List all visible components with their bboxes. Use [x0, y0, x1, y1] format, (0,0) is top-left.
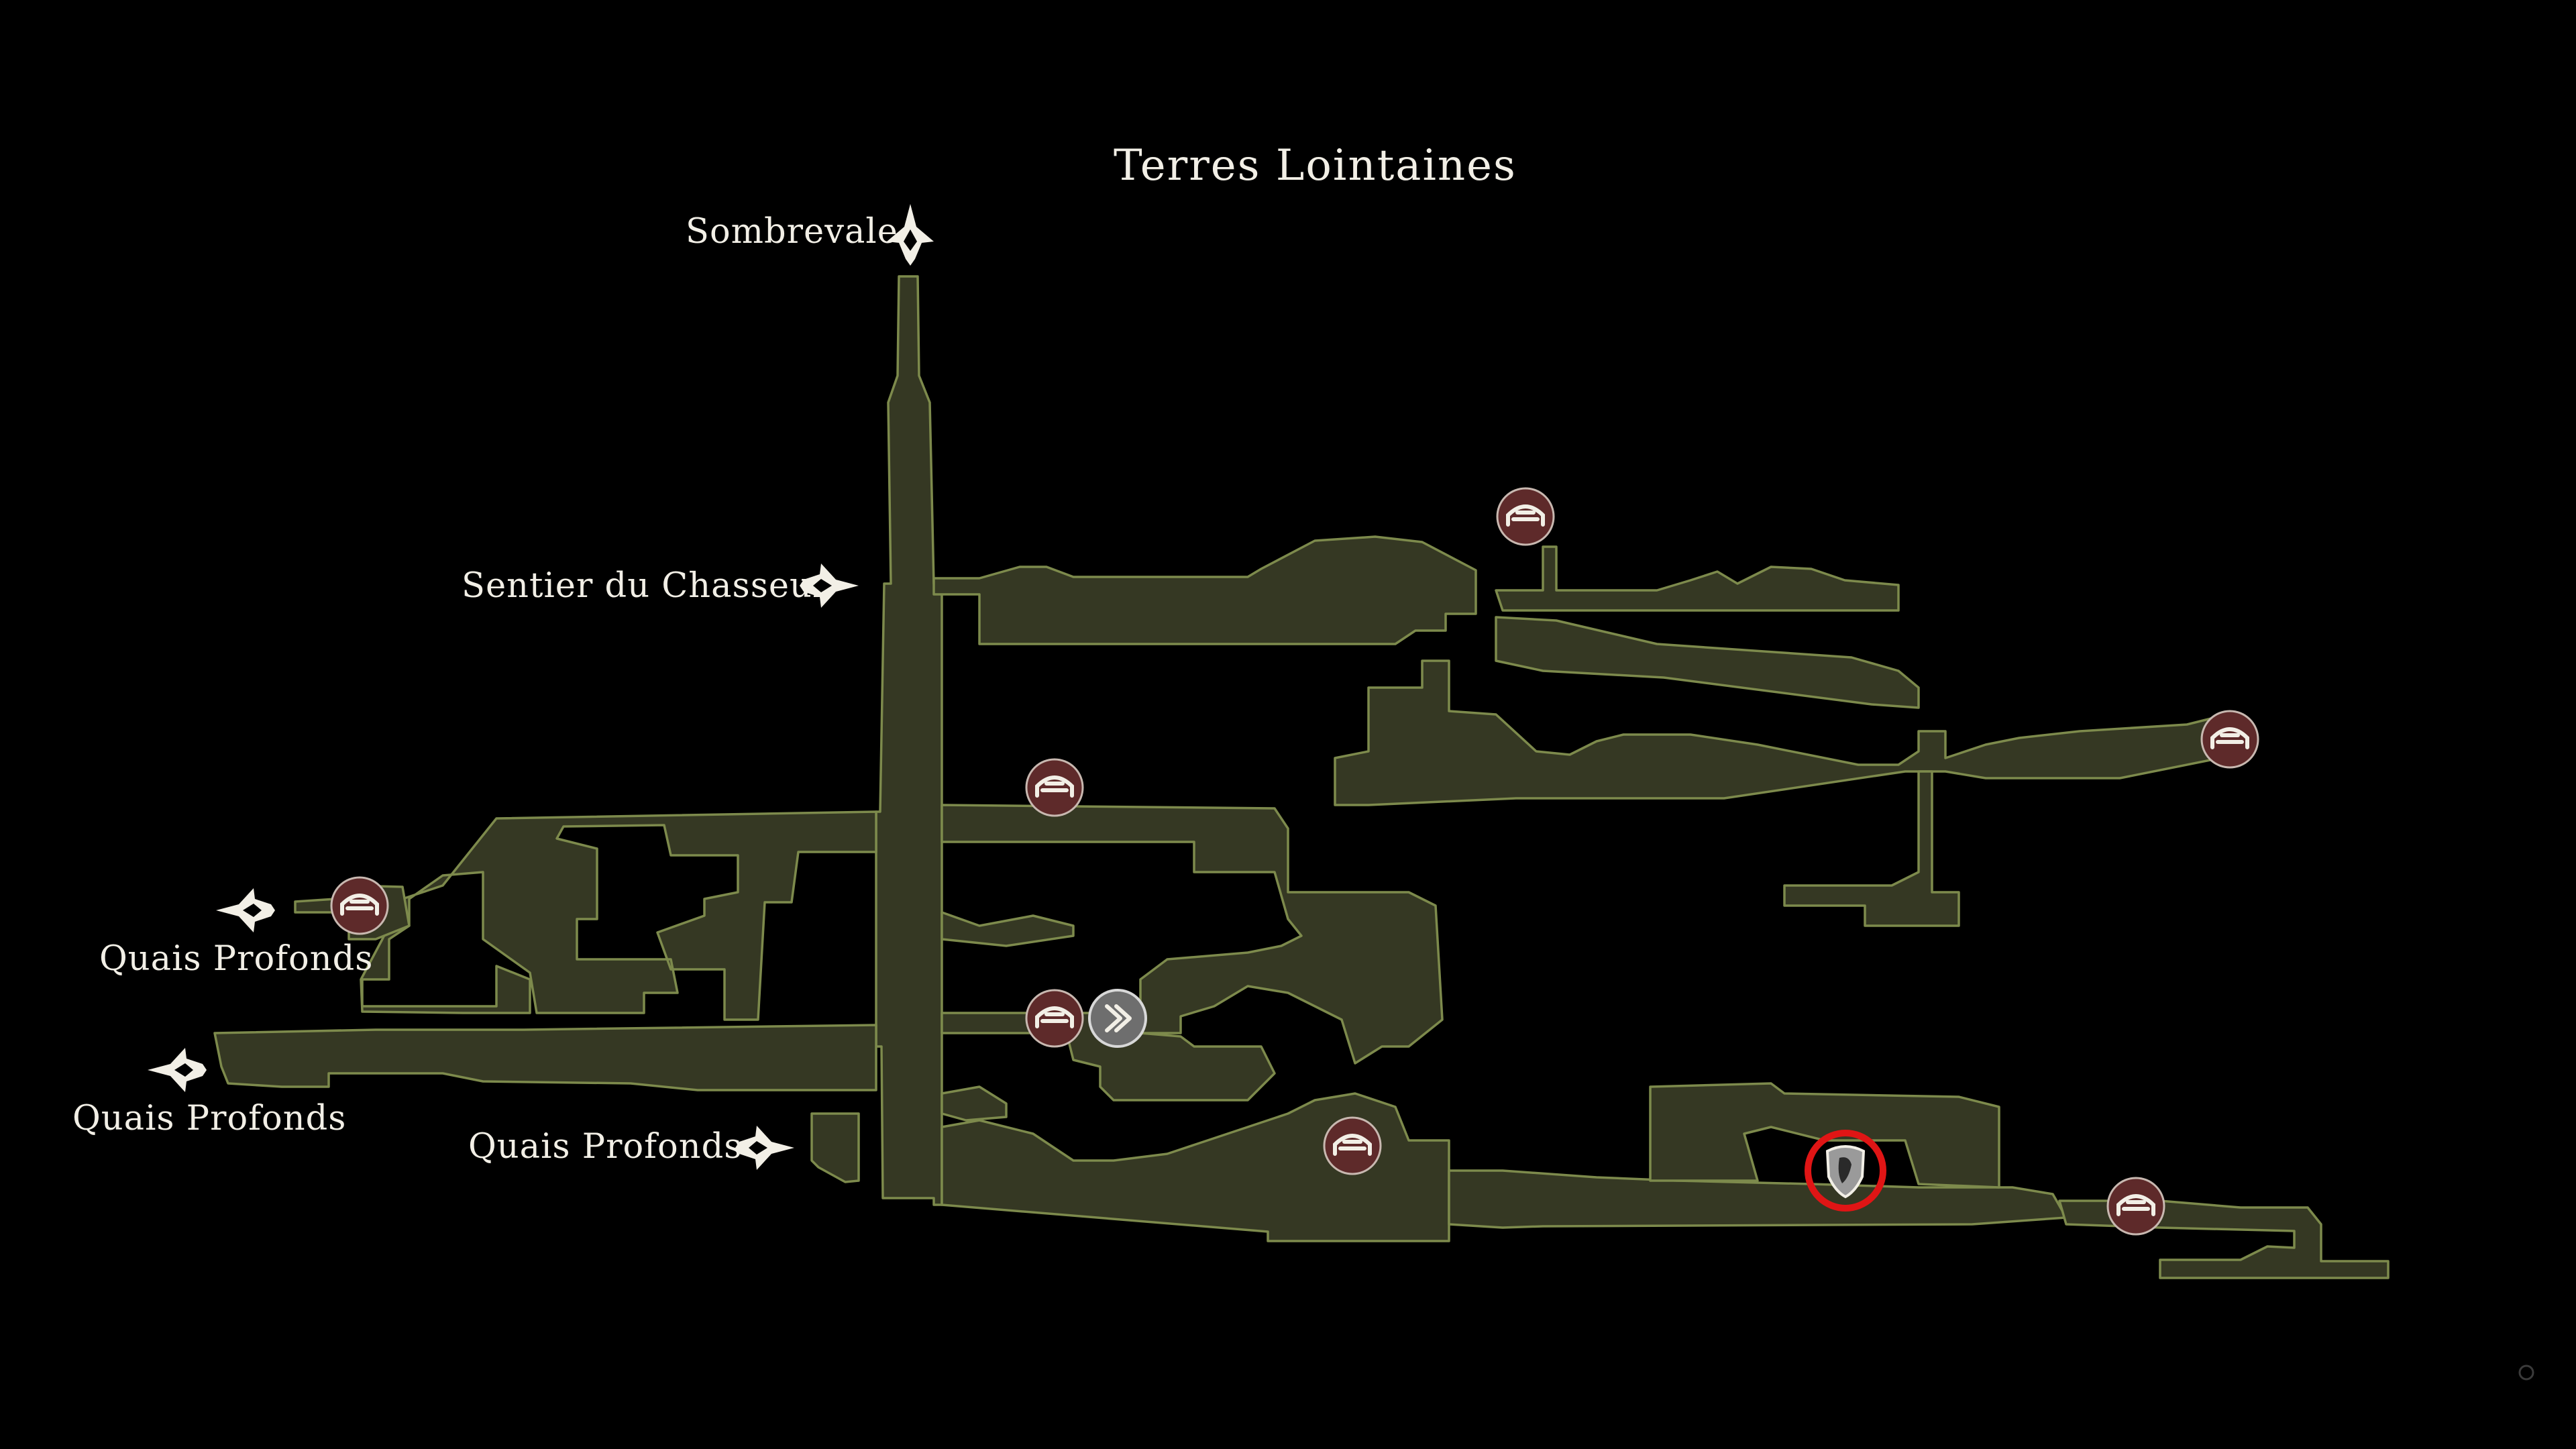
- bench-icon[interactable]: [2105, 1175, 2167, 1237]
- map-rooms: [213, 275, 2390, 1279]
- bench-icon[interactable]: [2199, 708, 2261, 770]
- exit-arrow-left-icon[interactable]: [215, 887, 275, 934]
- exit-label-sombrevale: Sombrevale: [686, 212, 898, 252]
- exit-arrow-up-icon[interactable]: [884, 203, 936, 267]
- fast-travel-icon[interactable]: [1087, 987, 1148, 1049]
- room-right-of-shaft-upper: [941, 804, 1444, 1065]
- loading-circle-icon: [2518, 1364, 2534, 1381]
- bench-icon[interactable]: [1495, 486, 1556, 547]
- room-lower-center: [941, 1085, 1008, 1122]
- exit-label-quais-profonds-3: Quais Profonds: [468, 1127, 743, 1167]
- room-upper-middle: [1334, 659, 2222, 806]
- bench-icon[interactable]: [329, 875, 390, 936]
- room-right-drop: [1783, 770, 1960, 927]
- exit-label-sentier-du-chasseur: Sentier du Chasseur: [462, 566, 830, 606]
- exit-label-quais-profonds-2: Quais Profonds: [72, 1099, 347, 1138]
- room-upper-tower: [1495, 545, 1900, 612]
- exit-label-quais-profonds-1: Quais Profonds: [99, 939, 374, 979]
- room-long-corridor: [213, 1024, 877, 1091]
- crest-shield-icon[interactable]: [1802, 1127, 1889, 1214]
- room-right-sloped: [1495, 616, 1920, 709]
- room-central-shaft: [875, 275, 943, 1206]
- exit-arrow-right-icon[interactable]: [735, 1124, 796, 1171]
- room-upper-corridor: [932, 535, 1477, 645]
- bench-icon[interactable]: [1024, 757, 1085, 818]
- room-lower-shaft-left: [810, 1112, 860, 1183]
- room-lower-corridor-right: [1448, 1169, 2068, 1229]
- bench-icon[interactable]: [1024, 987, 1085, 1049]
- exit-arrow-left-icon[interactable]: [146, 1046, 207, 1093]
- room-left-complex: [360, 810, 877, 1021]
- room-lower-left-wide: [941, 1092, 1450, 1242]
- bench-icon[interactable]: [1322, 1115, 1383, 1177]
- exit-arrow-right-icon[interactable]: [800, 562, 860, 609]
- map-title: Terres Lointaines: [1114, 141, 1517, 191]
- room-right-of-shaft-middle: [941, 911, 1075, 947]
